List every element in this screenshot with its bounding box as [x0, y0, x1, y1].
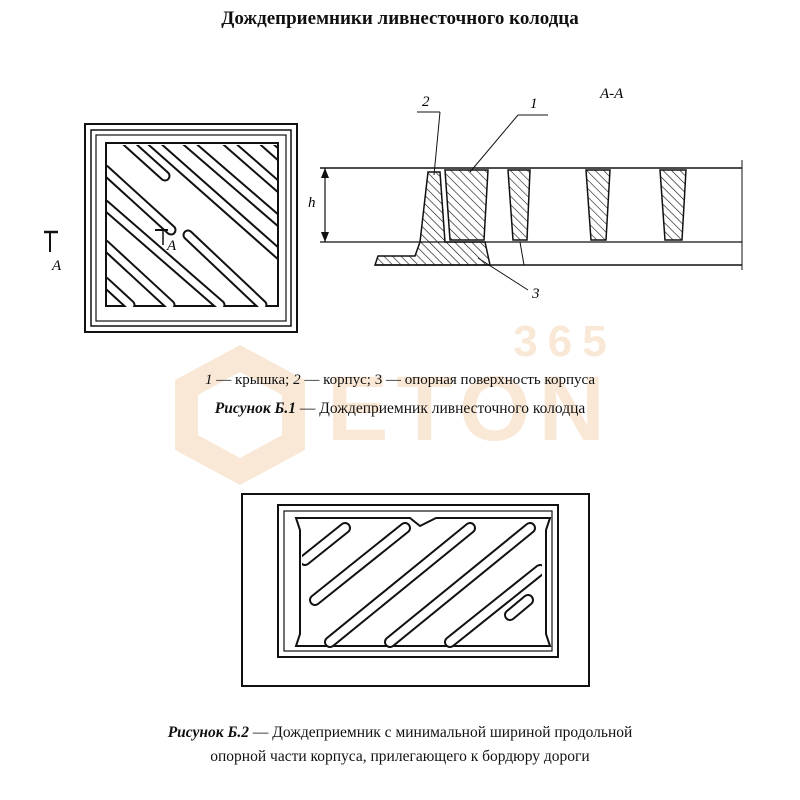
figure2-drawing [241, 493, 590, 687]
figure2-caption-line1: Рисунок Б.2 — Дождеприемник с минимально… [167, 724, 633, 741]
callout-2: 2 [422, 94, 430, 110]
figure1-section-view: А-А h 2 1 3 [308, 86, 743, 302]
figure1-legend: 1 — крышка; 2 — корпус; 3 — опорная пове… [205, 372, 595, 388]
watermark-number: 365 [513, 317, 616, 366]
section-arrow-label: А [51, 258, 62, 274]
section-title: А-А [599, 86, 624, 102]
figure1-plan-view: А А [44, 123, 298, 333]
inner-arrow-label: А [166, 238, 177, 254]
figure1-caption: Рисунок Б.1 — Дождеприемник ливнесточног… [214, 400, 586, 417]
height-label: h [308, 195, 316, 211]
figure2-caption-line2: опорной части корпуса, прилегающего к бо… [210, 748, 590, 765]
callout-1: 1 [530, 96, 538, 112]
page-title: Дождеприемники ливнесточного колодца [221, 8, 579, 29]
callout-3: 3 [531, 286, 540, 302]
